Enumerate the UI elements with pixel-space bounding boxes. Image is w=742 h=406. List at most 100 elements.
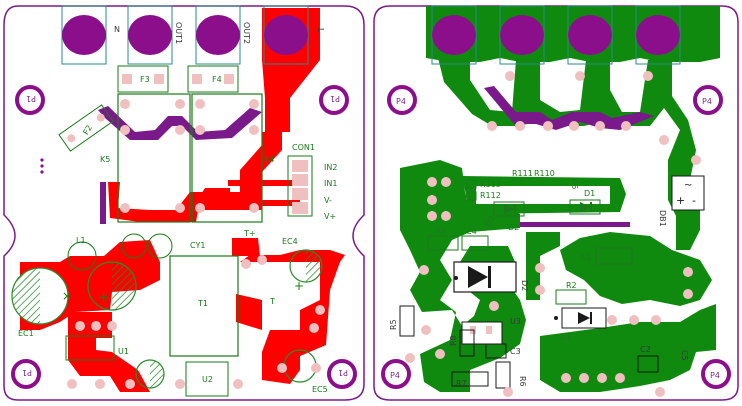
svg-text:+: +	[98, 290, 110, 306]
mount-hole-left-bl	[11, 359, 41, 389]
resistor-R8[interactable]	[459, 329, 475, 357]
copper-bottom-pour	[540, 304, 716, 392]
copper-right-low	[240, 250, 345, 384]
capacitor-label-c5: C5	[680, 350, 689, 361]
resistor-R1[interactable]	[595, 247, 633, 265]
terminal-OUT2[interactable]	[195, 5, 241, 65]
purple-trace-top	[98, 106, 262, 140]
connector-pins	[292, 160, 308, 214]
copper-bridge	[200, 188, 230, 200]
connector-pin-vminus: V-	[324, 196, 332, 205]
copper-bottom-return	[236, 294, 262, 330]
chip-label-u3: U3	[510, 317, 521, 326]
terminal-N[interactable]	[61, 5, 107, 65]
diode-label-d2: D2	[520, 280, 529, 291]
terminal-right-3[interactable]	[567, 5, 613, 65]
resistor-R6[interactable]	[495, 361, 511, 389]
diode-D2[interactable]	[453, 261, 517, 293]
chip-u1-label: U1	[118, 347, 129, 356]
mount-hole-right-tl	[387, 85, 417, 115]
mount-hole-right-tr	[693, 85, 723, 115]
purple-trace-right	[484, 86, 654, 130]
connector-CON1[interactable]	[287, 155, 313, 217]
resistor-R112[interactable]	[465, 191, 477, 201]
fuse-F4[interactable]	[187, 65, 239, 93]
cap-EC1[interactable]: ×	[11, 267, 72, 325]
fuse-F2[interactable]	[58, 104, 114, 152]
misc-pads-right	[405, 263, 693, 397]
resistor-label-r1: R1	[580, 253, 591, 262]
relay-K5[interactable]	[117, 93, 191, 223]
terminal-right-1[interactable]	[431, 5, 477, 65]
terminal-label-n: N	[114, 25, 120, 34]
terminal-L[interactable]	[263, 5, 309, 65]
terminal-right-4[interactable]	[635, 5, 681, 65]
copper-link-t	[232, 238, 260, 256]
inductor-L1[interactable]	[67, 241, 97, 271]
mount-hole-right-br	[701, 359, 731, 389]
diode-D1-top[interactable]	[569, 199, 601, 215]
fuse-F3[interactable]	[117, 65, 169, 93]
resistor-label-r9: R9	[436, 227, 447, 236]
chip-U3[interactable]	[461, 321, 503, 345]
resistor-R9[interactable]	[427, 235, 459, 251]
resistor-R7[interactable]	[451, 371, 489, 387]
mount-label-left-br: P1	[338, 368, 348, 377]
capacitor-C2[interactable]	[637, 355, 659, 373]
chip-U2[interactable]	[185, 361, 229, 397]
mount-label-left-tr: P1	[330, 94, 340, 103]
purple-bar-left	[100, 182, 106, 224]
relay-label-k5: K5	[100, 155, 110, 164]
mount-hole-left-tl	[15, 85, 45, 115]
label-d6: D6	[570, 178, 579, 189]
chip-U1[interactable]	[65, 321, 117, 361]
mount-label-right-tr: P4	[702, 97, 712, 106]
resistor-label-r6: R6	[518, 376, 527, 387]
purple-bar-right	[520, 222, 630, 227]
cap-EC4[interactable]: +	[289, 249, 323, 293]
left-board: N OUT1 OUT2 L F3 F4	[3, 5, 365, 401]
resistor-R113[interactable]	[465, 179, 477, 189]
capacitor-C3[interactable]	[485, 343, 507, 359]
diode-label-d1: D1	[560, 333, 571, 342]
copper-mid-strip	[526, 232, 560, 300]
mount-hole-left-br	[327, 359, 357, 389]
transformer-T1[interactable]	[169, 255, 239, 357]
connector-label: CON1	[292, 143, 315, 152]
capacitor-label-c3: C3	[510, 347, 521, 356]
resistor-R5[interactable]	[399, 305, 415, 337]
cap-small-2[interactable]	[147, 233, 173, 259]
mount-label-right-br: P4	[710, 371, 720, 380]
diode-label-d1-top: D1	[584, 189, 595, 198]
misc-pads-left	[67, 255, 325, 389]
connector-pin-in2: IN2	[324, 163, 337, 172]
relay-K4[interactable]	[191, 93, 263, 223]
copper-fingers	[438, 58, 700, 250]
terminal-OUT1[interactable]	[127, 5, 173, 65]
capacitor-label-c2: C2	[640, 345, 651, 354]
via-dots-left	[40, 158, 44, 174]
transformer-label: T1	[197, 299, 208, 308]
cap-EC-mid[interactable]: +	[87, 261, 137, 311]
terminal-label-out1: OUT1	[174, 22, 183, 44]
resistor-R2[interactable]	[555, 289, 587, 305]
bridge-symbol-minus: -	[692, 194, 696, 207]
bridge-DB1[interactable]	[671, 175, 705, 211]
resistor-label-r7: R7	[456, 379, 467, 388]
resistor-label-r5: R5	[389, 319, 398, 330]
mount-label-left-tl: P1	[26, 94, 36, 103]
cap-EC-bottom[interactable]	[135, 359, 165, 389]
t-small-label: T	[269, 297, 275, 306]
fuse-label-f3: F3	[140, 75, 150, 84]
terminal-right-2[interactable]	[499, 5, 545, 65]
copper-in-bus2	[214, 200, 300, 206]
bridge-label-db1: DB1	[658, 210, 667, 227]
copper-main-trace	[108, 132, 282, 222]
terminal-label-out2: OUT2	[242, 22, 251, 44]
pads-right-top	[427, 71, 701, 221]
diode-D1[interactable]	[554, 307, 607, 329]
capacitor-C4[interactable]	[461, 235, 489, 251]
cap-small-1[interactable]	[121, 233, 147, 259]
diode-D2-top[interactable]	[493, 201, 525, 217]
